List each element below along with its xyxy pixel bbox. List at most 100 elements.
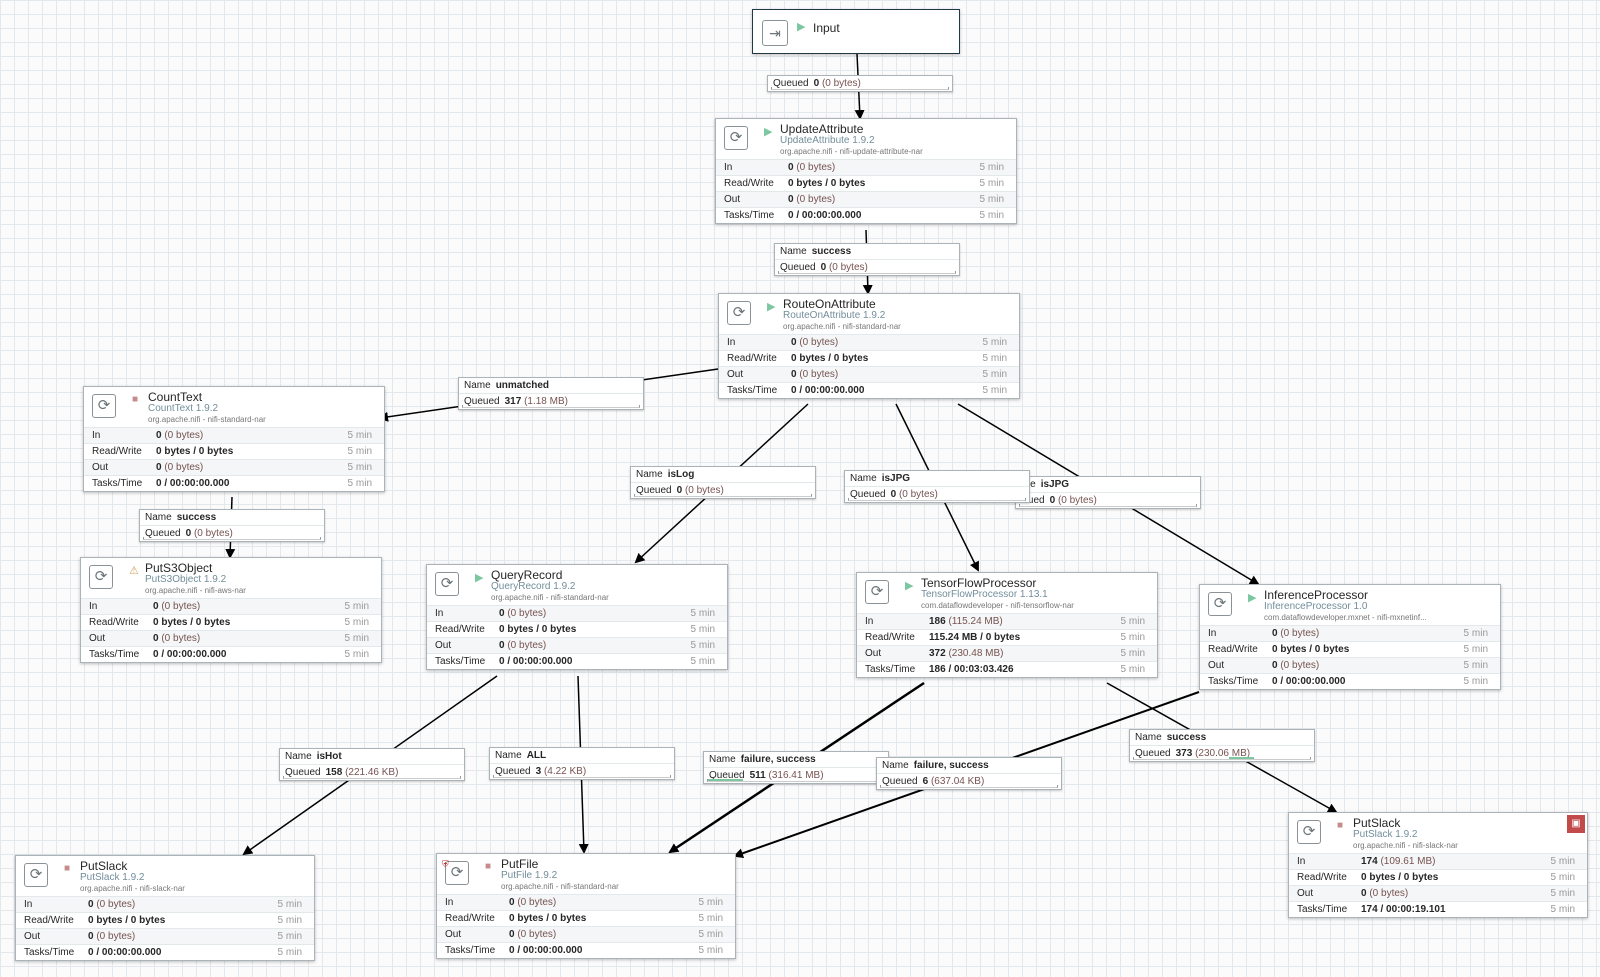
stat-value: 0 (0 bytes) bbox=[509, 895, 556, 910]
processor-name: QueryRecord bbox=[491, 568, 563, 582]
stat-window: 5 min bbox=[277, 915, 302, 926]
stat-window: 5 min bbox=[979, 162, 1004, 173]
queued-key: Queued bbox=[285, 767, 321, 778]
processor-type: PutS3Object 1.9.2 bbox=[145, 574, 227, 585]
processor-name: InferenceProcessor bbox=[1264, 588, 1369, 602]
queue-bar bbox=[771, 87, 949, 90]
stat-window: 5 min bbox=[347, 478, 372, 489]
stat-label: Tasks/Time bbox=[445, 945, 496, 956]
queued-key: Queued bbox=[882, 776, 918, 787]
stat-value: 174 (109.61 MB) bbox=[1361, 854, 1436, 869]
stat-value: 0 / 00:00:00.000 bbox=[156, 476, 229, 491]
queued-size: (0 bytes) bbox=[828, 262, 868, 273]
stat-label: Read/Write bbox=[865, 632, 915, 643]
name-key: Name bbox=[780, 246, 807, 257]
processor-name: PutSlack bbox=[1353, 816, 1401, 830]
processor-type: TensorFlowProcessor 1.13.1 bbox=[921, 589, 1048, 600]
stat-value: 0 (0 bytes) bbox=[499, 606, 546, 621]
processor-icon: ⟳ bbox=[727, 301, 751, 325]
processor-type: InferenceProcessor 1.0 bbox=[1264, 601, 1368, 612]
queued-count: 511 bbox=[749, 770, 766, 781]
stat-window: 5 min bbox=[277, 931, 302, 942]
stat-label: Out bbox=[727, 369, 744, 380]
stat-label: In bbox=[865, 616, 874, 627]
queue-bar bbox=[462, 405, 640, 408]
stat-value: 0 bytes / 0 bytes bbox=[1272, 642, 1349, 657]
queue-bar bbox=[880, 785, 1058, 788]
queued-count: 3 bbox=[535, 766, 542, 777]
stat-value: 0 (0 bytes) bbox=[153, 631, 200, 646]
stat-label: In bbox=[92, 430, 101, 441]
stat-value: 0 / 00:00:00.000 bbox=[788, 208, 861, 223]
bulletin-icon[interactable]: ▣ bbox=[1567, 815, 1585, 833]
stat-window: 5 min bbox=[698, 897, 723, 908]
run-icon: ▶ bbox=[475, 572, 484, 584]
processor-bundle: com.dataflowdeveloper - nifi-tensorflow-… bbox=[921, 601, 1074, 610]
input-port[interactable]: ⇥ ▶ Input bbox=[752, 9, 960, 54]
stat-value: 0 bytes / 0 bytes bbox=[788, 176, 865, 191]
out-size: (0 bytes) bbox=[799, 369, 839, 380]
stat-window: 5 min bbox=[344, 649, 369, 660]
stat-label: In bbox=[724, 162, 733, 173]
processor-icon: ⟳ bbox=[24, 863, 48, 887]
stat-value: 0 / 00:00:00.000 bbox=[153, 647, 226, 662]
stat-window: 5 min bbox=[344, 633, 369, 644]
processor-bundle: org.apache.nifi - nifi-update-attribute-… bbox=[780, 147, 923, 156]
rw-value: 0 bytes / 0 bytes bbox=[788, 178, 866, 189]
rw-value: 115.24 MB / 0 bytes bbox=[929, 632, 1021, 643]
stat-value: 186 / 00:03:03.426 bbox=[929, 662, 1014, 677]
stat-label: In bbox=[1297, 856, 1306, 867]
in-count: 0 bbox=[509, 897, 515, 908]
input-port-icon: ⇥ bbox=[762, 20, 788, 46]
queued-size: (0 bytes) bbox=[684, 485, 724, 496]
queue-bar bbox=[848, 498, 1026, 501]
processor-bundle: com.dataflowdeveloper.mxnet - nifi-mxnet… bbox=[1264, 613, 1427, 622]
stop-icon: ■ bbox=[132, 394, 139, 405]
in-count: 174 bbox=[1361, 856, 1378, 867]
tasks-value: 186 / 00:03:03.426 bbox=[929, 664, 1014, 675]
connection-name: isJPG bbox=[1040, 479, 1070, 490]
stop-icon: ■ bbox=[485, 861, 492, 872]
connection-name: isJPG bbox=[881, 473, 911, 484]
processor-type: PutFile 1.9.2 bbox=[501, 870, 558, 881]
run-icon: ▶ bbox=[797, 21, 806, 33]
warning-icon: ⚠ bbox=[129, 565, 139, 577]
tasks-value: 174 / 00:00:19.101 bbox=[1361, 904, 1446, 915]
